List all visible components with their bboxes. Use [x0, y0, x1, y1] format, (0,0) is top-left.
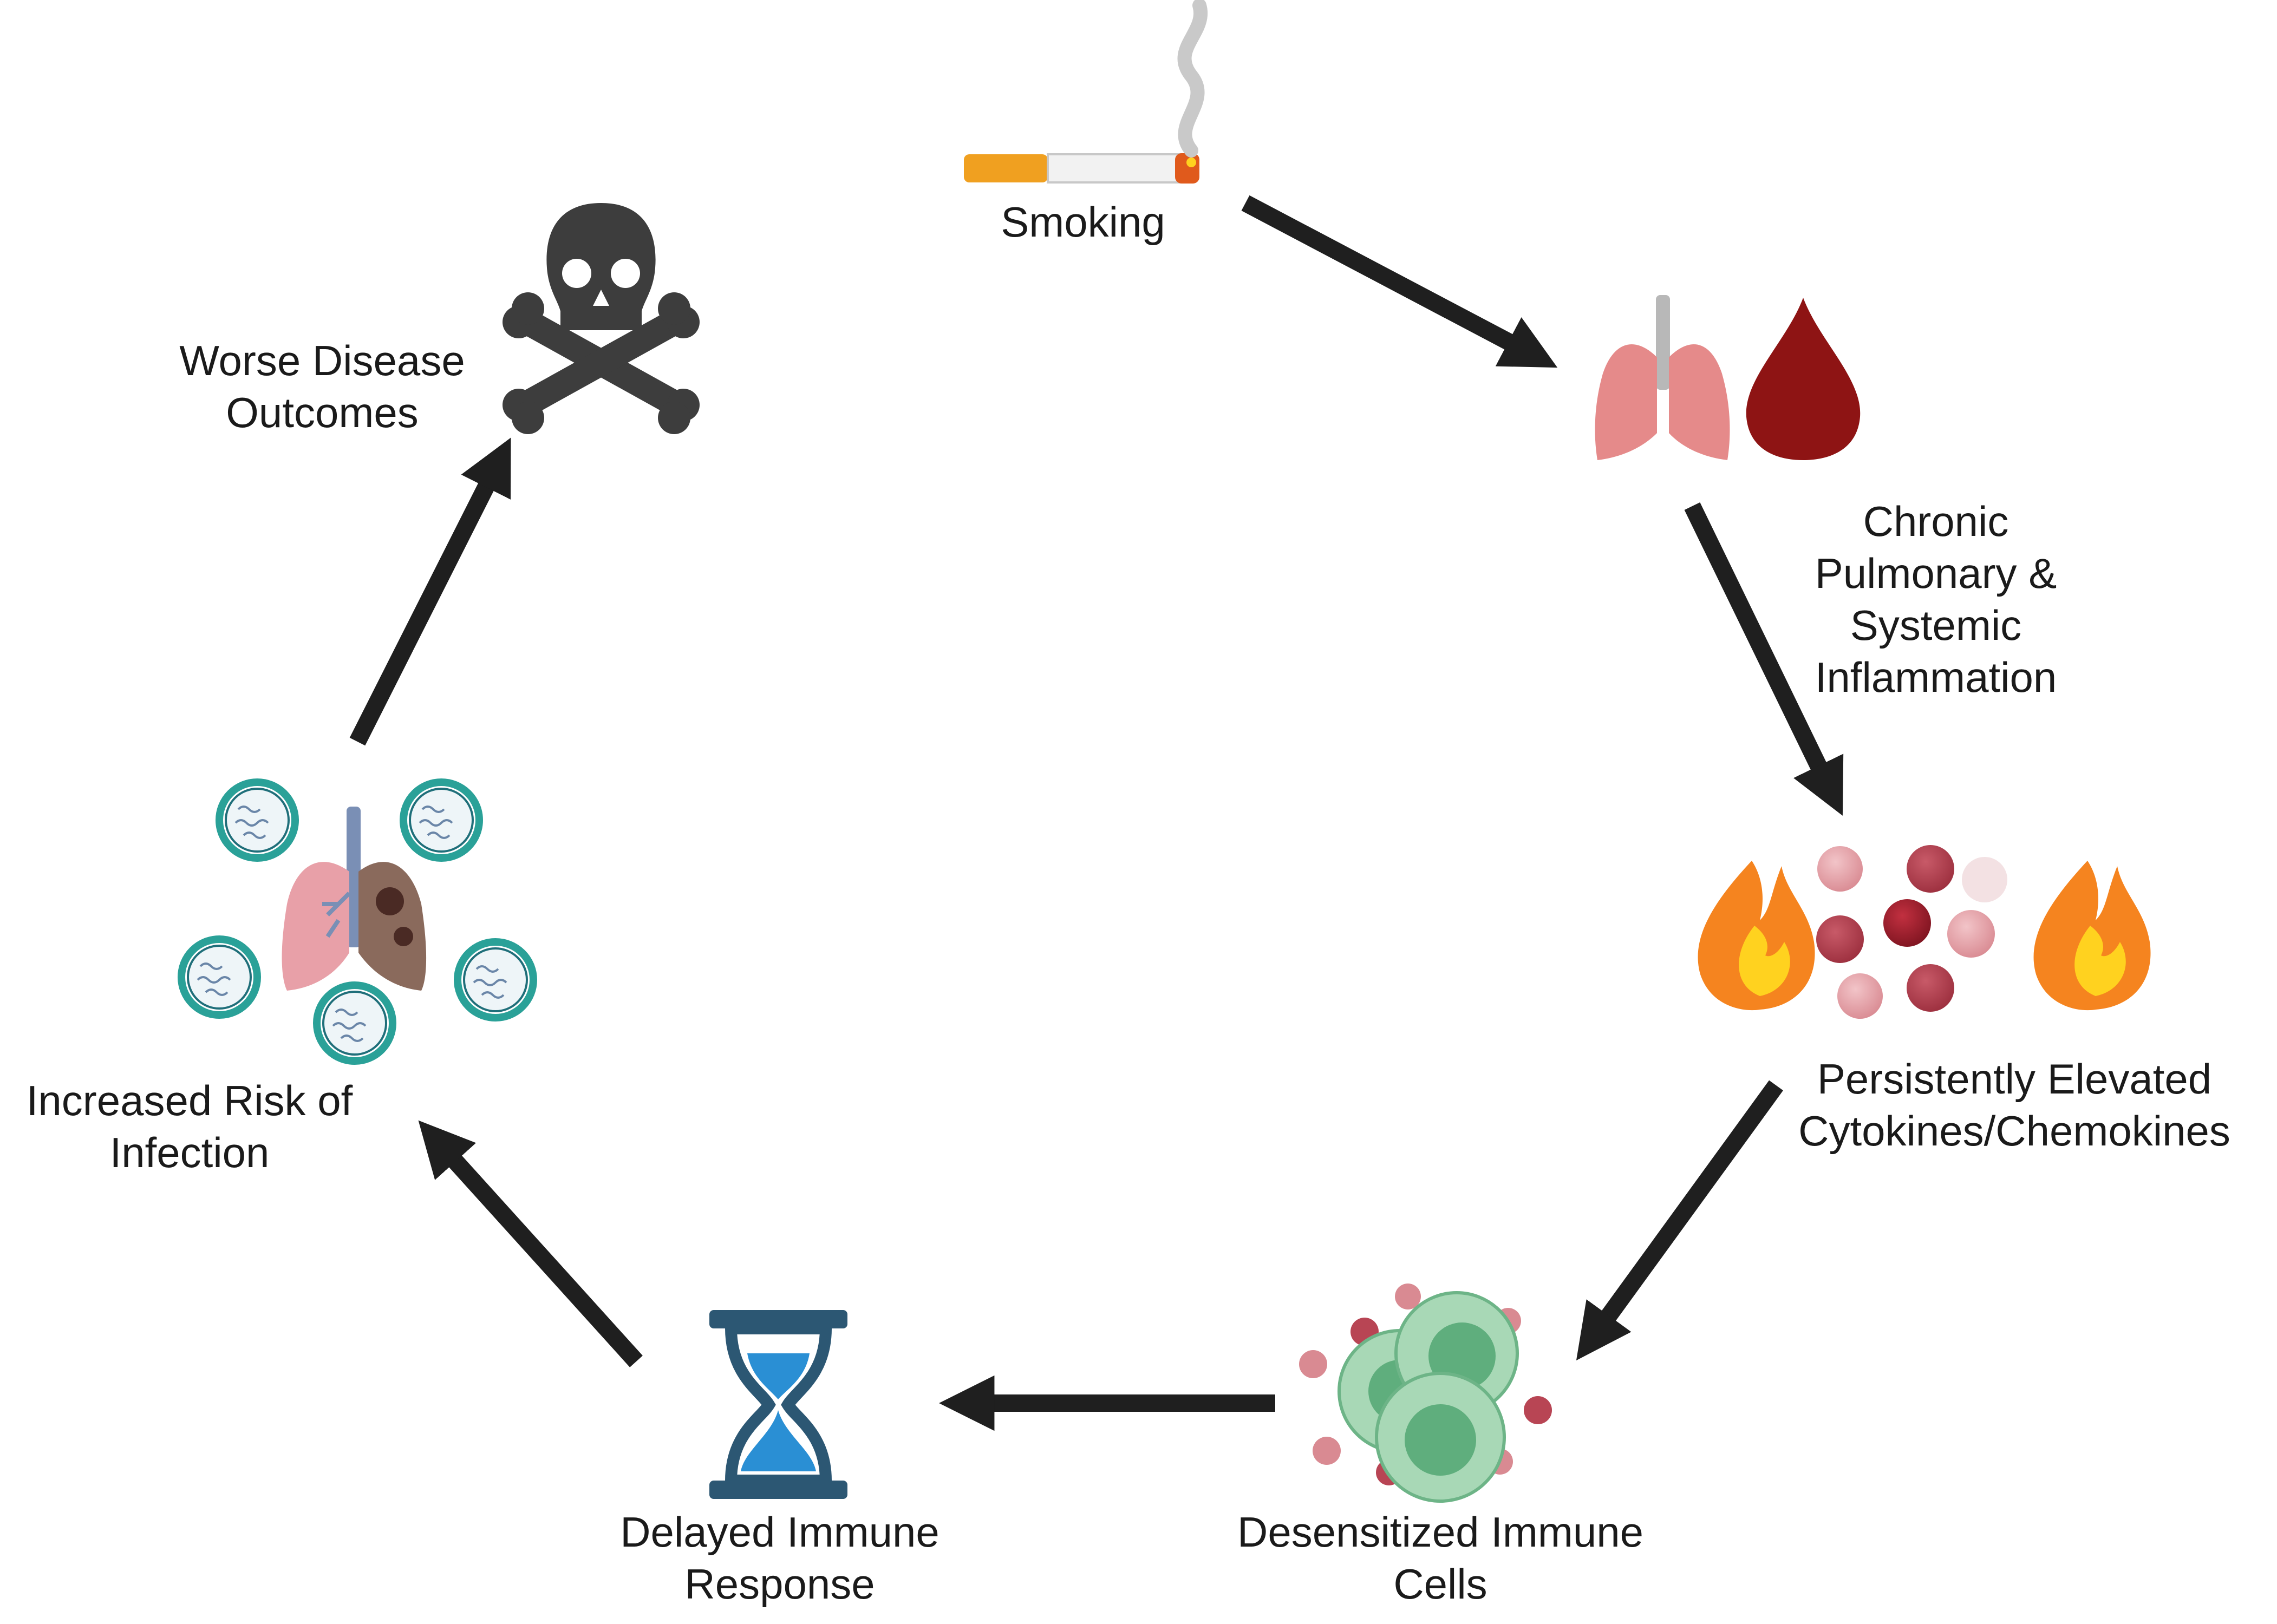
arrow-delayed-to-infection: [418, 1120, 643, 1367]
label-delayed: Delayed Immune Response: [574, 1506, 986, 1610]
label-line: Chronic: [1863, 497, 2009, 545]
label-line: Increased Risk of: [26, 1077, 353, 1124]
label-line: Cytokines/Chemokines: [1798, 1107, 2230, 1155]
label-outcomes: Worse Disease Outcomes: [143, 335, 501, 438]
label-line: Systemic: [1850, 601, 2022, 649]
cytokines-fire-icon: [1698, 845, 2151, 1019]
arrow-smoking-to-inflammation: [1241, 195, 1558, 368]
arrow-inflammation-to-cytokines: [1684, 502, 1844, 816]
label-inflammation: Chronic Pulmonary & Systemic Inflammatio…: [1746, 495, 2125, 703]
immune-cells-icon: [1299, 1284, 1552, 1503]
label-line: Smoking: [1001, 198, 1165, 246]
label-line: Outcomes: [226, 389, 419, 436]
label-cytokines: Persistently Elevated Cytokines/Chemokin…: [1771, 1053, 2258, 1157]
arrows: [349, 195, 1844, 1431]
label-line: Infection: [109, 1129, 270, 1176]
label-line: Desensitized Immune: [1237, 1508, 1643, 1556]
arrow-infection-to-outcomes: [349, 437, 511, 746]
label-infection: Increased Risk of Infection: [0, 1075, 379, 1178]
arrow-cytokines-to-desensitized: [1576, 1080, 1783, 1361]
infected-lungs-virus-icon: [181, 782, 533, 1061]
skull-crossbones-icon: [503, 203, 700, 434]
label-line: Cells: [1393, 1560, 1487, 1608]
label-desensitized: Desensitized Immune Cells: [1208, 1506, 1673, 1610]
label-line: Delayed Immune: [620, 1508, 939, 1556]
lungs-blood-drop-icon: [1595, 295, 1861, 460]
label-line: Persistently Elevated: [1817, 1055, 2212, 1103]
label-line: Pulmonary &: [1815, 549, 2057, 597]
label-smoking: Smoking: [939, 196, 1226, 248]
label-line: Response: [684, 1560, 875, 1608]
hourglass-icon: [709, 1310, 847, 1499]
cigarette-icon: [964, 0, 1208, 184]
label-line: Worse Disease: [179, 337, 465, 384]
label-line: Inflammation: [1815, 653, 2057, 701]
